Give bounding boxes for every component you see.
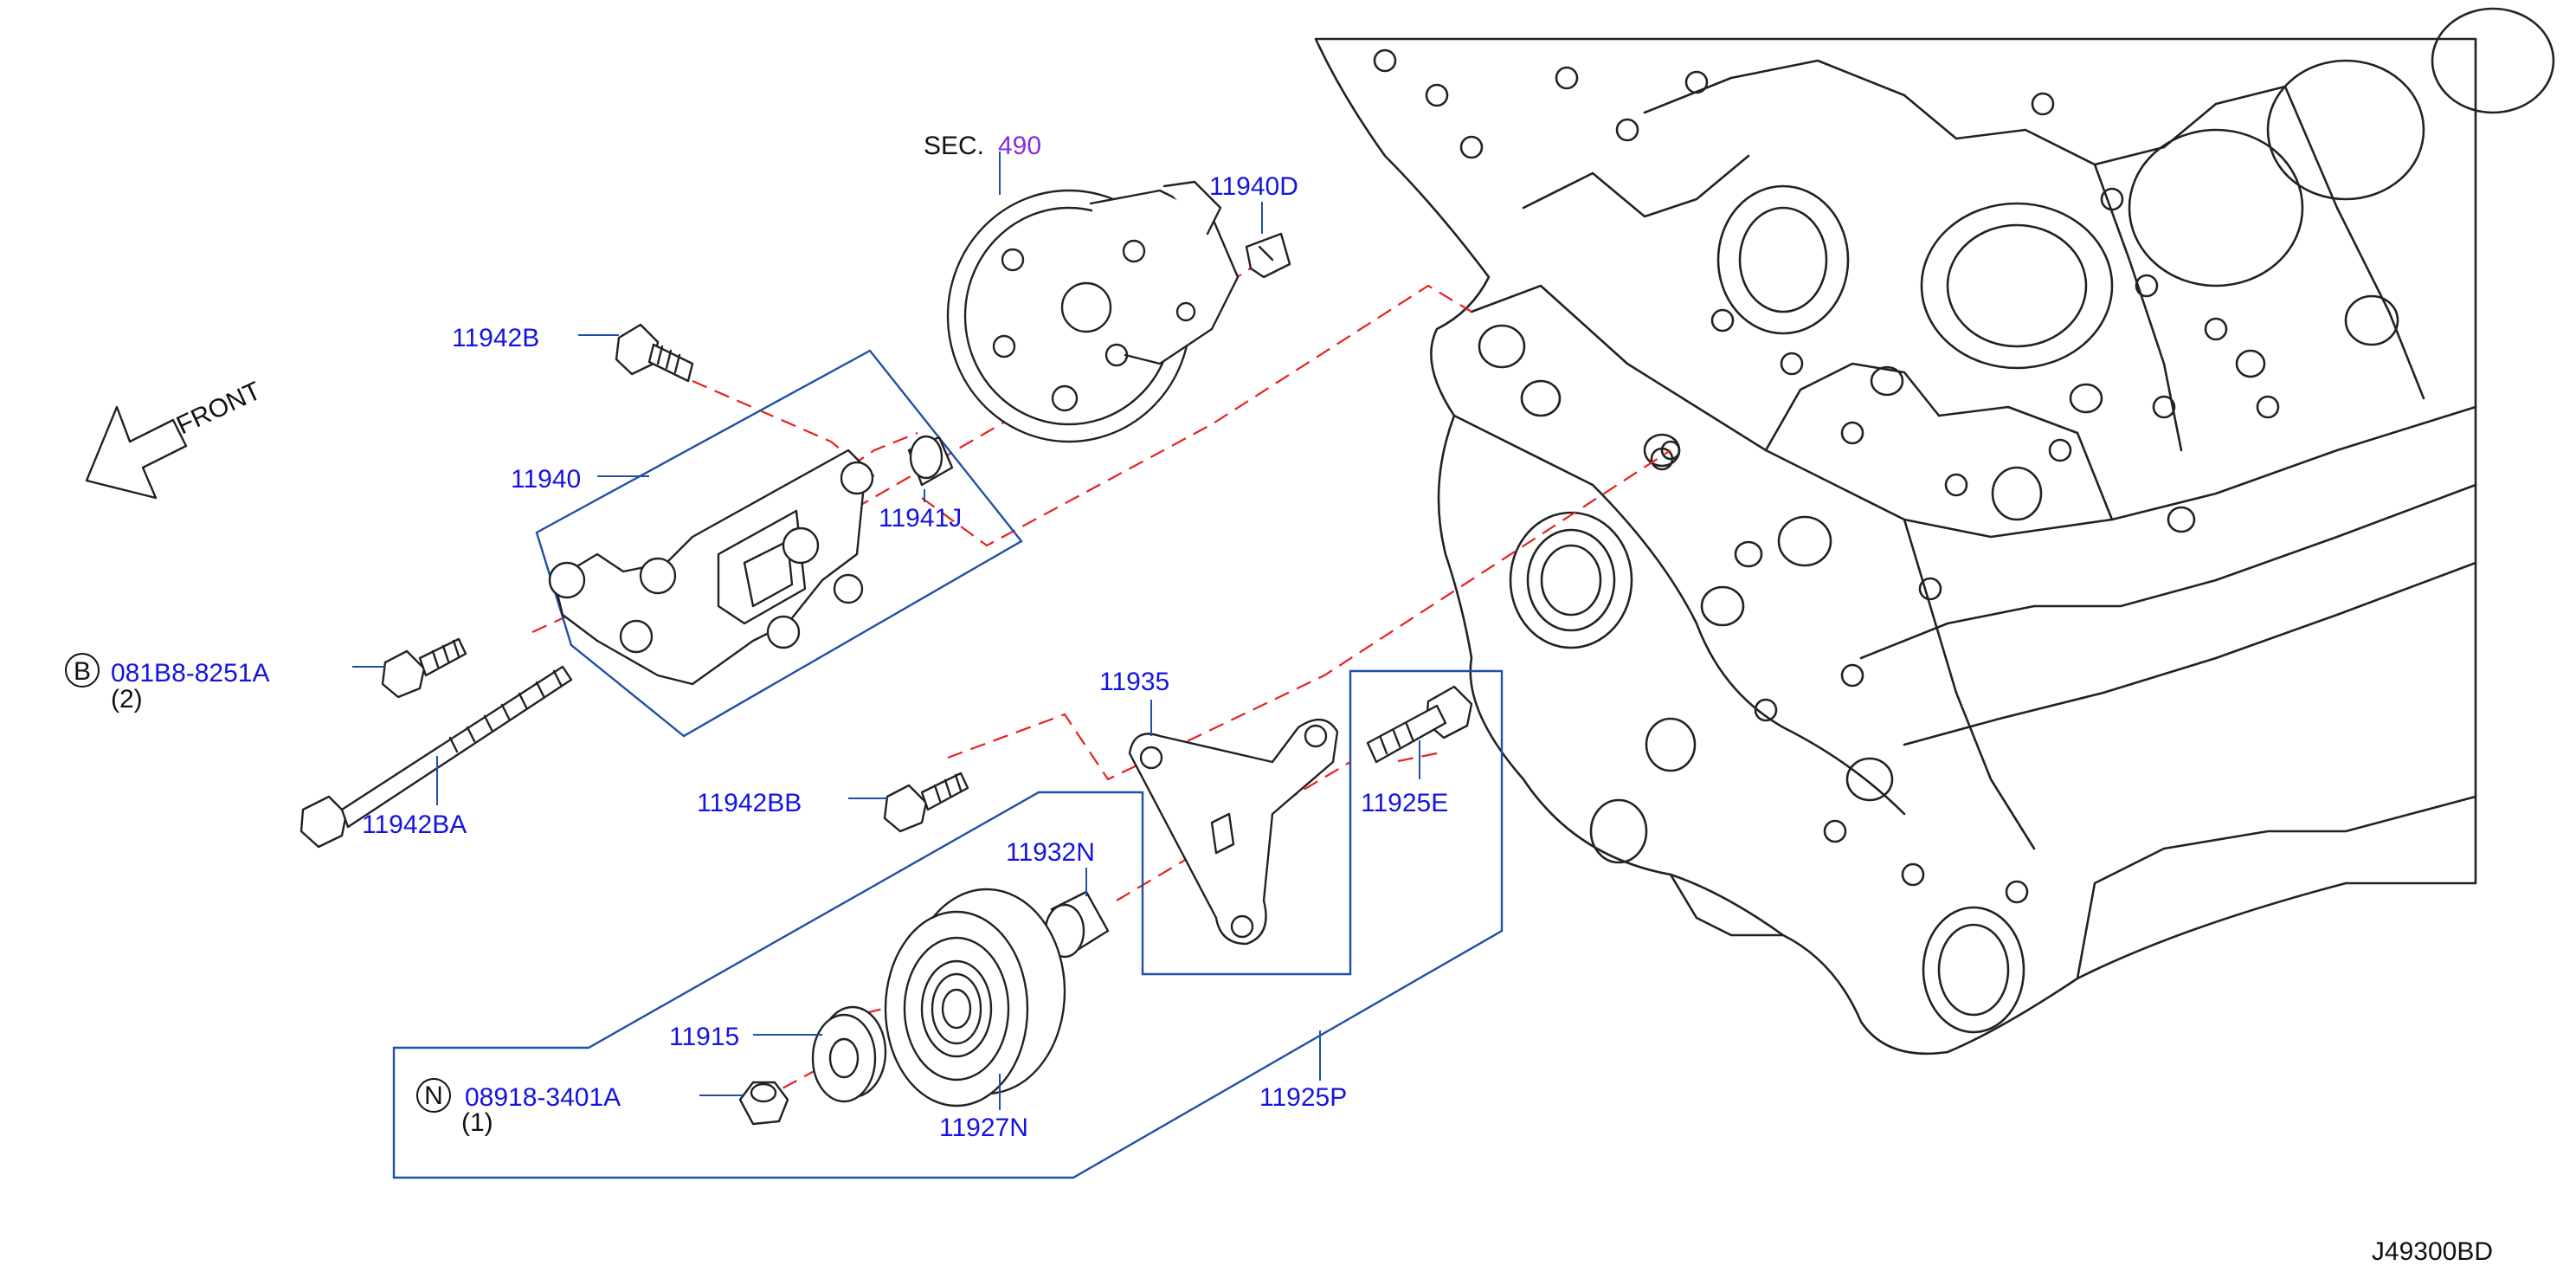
- bracket-assembly-box: [535, 349, 1023, 738]
- idler-pulley-11927N[interactable]: [884, 888, 1066, 1107]
- callout-08918-3401A[interactable]: 08918-3401A: [465, 1083, 621, 1112]
- callout-081B8-8251A-group[interactable]: B 081B8-8251A (2): [65, 653, 270, 714]
- nut-08918-3401A[interactable]: [738, 1081, 789, 1126]
- callout-11942BB[interactable]: 11942BB: [697, 789, 802, 817]
- bracket-11940[interactable]: [548, 449, 874, 686]
- section-number-link[interactable]: 490: [998, 132, 1041, 160]
- callout-11940D[interactable]: 11940D: [1209, 172, 1298, 201]
- callout-11942B[interactable]: 11942B: [452, 324, 539, 352]
- callout-11942BA[interactable]: 11942BA: [362, 810, 467, 839]
- engine-block-drawing: [1314, 7, 2555, 1056]
- long-bolt-11942BA[interactable]: [299, 665, 573, 849]
- front-label: FRONT: [172, 377, 266, 441]
- bolt-081B8-8251A[interactable]: [381, 637, 467, 699]
- callout-11927N[interactable]: 11927N: [939, 1114, 1028, 1142]
- leader-lines: [352, 152, 1420, 1110]
- callout-08918-quantity: (1): [461, 1108, 493, 1137]
- callout-11940[interactable]: 11940: [511, 465, 581, 494]
- spacer-11941J[interactable]: [907, 435, 954, 487]
- callout-11941J[interactable]: 11941J: [879, 504, 962, 533]
- bolt-11925E[interactable]: [1366, 685, 1473, 764]
- callout-081B8-quantity: (2): [111, 685, 143, 714]
- callout-11925P[interactable]: 11925P: [1259, 1083, 1347, 1112]
- bolt-11942BB[interactable]: [883, 772, 969, 833]
- nut-symbol-letter: N: [424, 1082, 443, 1110]
- section-prefix: SEC.: [924, 132, 984, 160]
- section-reference[interactable]: SEC. 490: [924, 132, 1041, 160]
- power-steering-pump[interactable]: [946, 180, 1240, 443]
- bracket-11935[interactable]: [1128, 719, 1339, 946]
- front-direction-arrow: [85, 405, 188, 500]
- washer-11915[interactable]: [811, 1005, 887, 1103]
- bolt-symbol-letter: B: [74, 657, 91, 686]
- bolt-symbol-circle: [65, 653, 100, 688]
- diagram-code: J49300BD: [2372, 1237, 2493, 1266]
- callout-11925E[interactable]: 11925E: [1361, 789, 1448, 817]
- callout-08918-3401A-group[interactable]: N 08918-3401A (1): [416, 1078, 621, 1137]
- callout-11915[interactable]: 11915: [669, 1023, 739, 1051]
- callout-11935[interactable]: 11935: [1099, 668, 1169, 696]
- idler-assembly-box: [392, 669, 1504, 1179]
- callout-081B8-8251A[interactable]: 081B8-8251A: [111, 659, 270, 688]
- bolt-11942B[interactable]: [615, 323, 694, 383]
- clip-11940D[interactable]: [1245, 232, 1291, 279]
- callout-11932N[interactable]: 11932N: [1006, 838, 1095, 867]
- nut-symbol-circle: [416, 1078, 451, 1113]
